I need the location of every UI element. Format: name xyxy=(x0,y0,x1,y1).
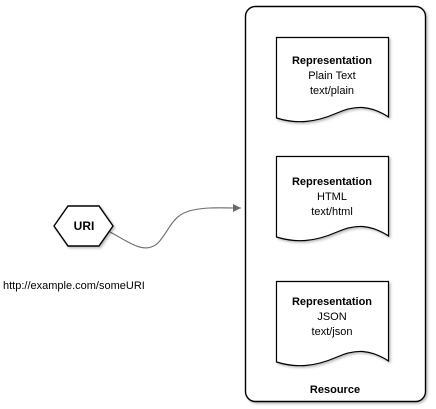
representation-card: Representation Plain Text text/plain xyxy=(275,36,390,123)
representation-name: JSON xyxy=(317,311,346,323)
document-shape xyxy=(275,155,390,242)
uri-to-resource-connector xyxy=(109,203,242,249)
uri-example-url: http://example.com/someURI xyxy=(3,280,145,292)
representation-media-type: text/json xyxy=(312,326,353,338)
representation-media-type: text/html xyxy=(311,206,353,218)
document-shape xyxy=(275,36,390,123)
resource-label: Resource xyxy=(310,384,360,396)
uri-node: URI xyxy=(53,205,114,247)
representation-name: Plain Text xyxy=(308,70,356,82)
document-shape xyxy=(275,280,390,367)
uri-hexagon-shape xyxy=(53,205,114,247)
representation-card: Representation JSON text/json xyxy=(275,280,390,367)
representation-name: HTML xyxy=(317,191,347,203)
representation-title: Representation xyxy=(292,55,372,67)
representation-media-type: text/plain xyxy=(310,85,354,97)
representation-card: Representation HTML text/html xyxy=(275,155,390,242)
uri-label: URI xyxy=(74,219,95,233)
representation-title: Representation xyxy=(292,176,372,188)
representation-title: Representation xyxy=(292,296,372,308)
